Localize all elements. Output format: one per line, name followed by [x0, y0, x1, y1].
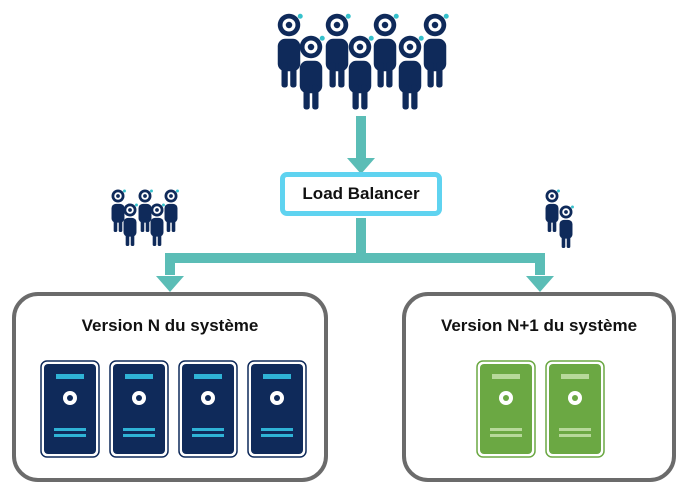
- users-pair-icon: [545, 189, 574, 248]
- person-icon: [423, 13, 449, 88]
- server-icon: [545, 360, 605, 458]
- arrow-head: [156, 276, 184, 292]
- version-n-title: Version N du système: [81, 316, 259, 335]
- arrow-shaft: [535, 253, 545, 275]
- load-balancer-box: Load Balancer: [280, 172, 442, 216]
- version-n1-title: Version N+1 du système: [440, 316, 638, 335]
- person-icon: [325, 13, 351, 88]
- system-version-n-group: Version N du système: [12, 292, 328, 482]
- person-icon: [277, 13, 303, 88]
- arrow-branch: [165, 253, 545, 263]
- server-icon: [476, 360, 536, 458]
- person-icon: [373, 13, 399, 88]
- load-balancer-label: Load Balancer: [302, 184, 420, 203]
- person-icon: [150, 203, 165, 246]
- server-icon: [178, 360, 238, 458]
- server-icon: [109, 360, 169, 458]
- person-icon: [123, 203, 138, 246]
- arrow-shaft: [356, 218, 366, 258]
- system-version-n1-group: Version N+1 du système: [402, 292, 676, 482]
- person-icon: [299, 35, 325, 110]
- server-icon: [40, 360, 100, 458]
- version-n1-servers: [476, 360, 605, 458]
- person-icon: [111, 189, 126, 232]
- arrow-head: [526, 276, 554, 292]
- person-icon: [138, 189, 153, 232]
- flow-arrows: [156, 116, 554, 292]
- person-icon: [164, 189, 179, 232]
- arrow-shaft: [165, 253, 175, 275]
- server-icon: [247, 360, 307, 458]
- person-icon: [348, 35, 374, 110]
- version-n-servers: [40, 360, 307, 458]
- users-group-icon: [111, 189, 179, 246]
- arrow-shaft: [356, 116, 366, 160]
- users-crowd-icon: [277, 13, 449, 110]
- person-icon: [559, 205, 574, 248]
- arrow-head: [347, 158, 375, 174]
- person-icon: [398, 35, 424, 110]
- person-icon: [545, 189, 560, 232]
